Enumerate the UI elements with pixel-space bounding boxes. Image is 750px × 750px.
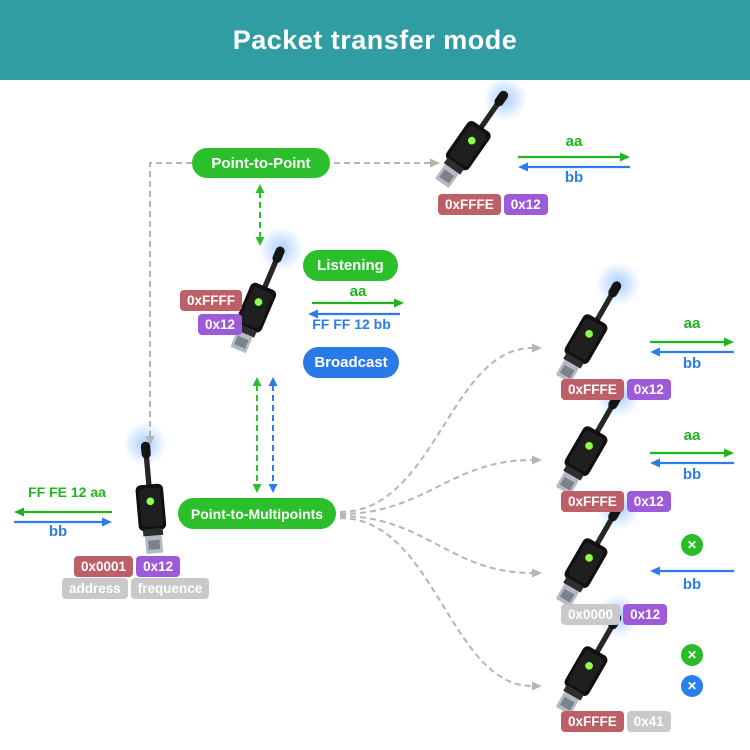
tx-signal-label: aa xyxy=(349,283,367,300)
address-badge: 0x0000 xyxy=(561,604,621,625)
frequency-badge: 0x12 xyxy=(626,491,671,512)
rx-signal-label: bb xyxy=(48,523,68,540)
tx-blocked-icon: ✕ xyxy=(681,534,703,556)
address-badge: 0xFFFE xyxy=(561,491,624,512)
dashed-fan-p2m-to-right-nodes xyxy=(339,343,542,691)
page-title: Packet transfer mode xyxy=(232,24,518,55)
frequency-badge: 0x12 xyxy=(503,194,548,215)
header-bar: Packet transfer mode xyxy=(0,0,750,80)
dashed-double-arrow-center-p2m-green xyxy=(252,377,262,493)
node-labels-right-3: 0x0000 0x12 xyxy=(561,604,668,625)
address-badge: 0x0001 xyxy=(74,556,134,577)
node-labels-center: 0xFFFF 0x12 xyxy=(179,290,242,335)
address-badge: 0xFFFE xyxy=(561,711,624,732)
frequency-badge: 0x41 xyxy=(626,711,671,732)
rx-signal-label: bb xyxy=(682,576,702,593)
node-labels-right-1: 0xFFFE 0x12 xyxy=(561,379,671,400)
mode-point-to-multipoints: Point-to-Multipoints xyxy=(178,498,336,529)
usb-dongle-left xyxy=(122,438,178,557)
node-labels-top-right: 0xFFFE 0x12 xyxy=(438,194,548,215)
frequency-badge: 0x12 xyxy=(197,314,242,335)
rx-blocked-icon: ✕ xyxy=(681,675,703,697)
rx-signal-label: bb xyxy=(682,355,702,372)
address-badge: 0xFFFF xyxy=(179,290,242,311)
rx-signal-label: bb xyxy=(682,466,702,483)
node-labels-right-4: 0xFFFE 0x41 xyxy=(561,711,671,732)
address-caption: address xyxy=(62,578,128,599)
frequency-badge: 0x12 xyxy=(136,556,181,577)
tx-signal-label: aa xyxy=(683,315,701,332)
mode-broadcast: Broadcast xyxy=(303,347,399,378)
rx-packet-label: FF FF 12 bb xyxy=(312,316,391,332)
node-labels-right-2: 0xFFFE 0x12 xyxy=(561,491,671,512)
node-captions-left: address frequence xyxy=(62,578,210,599)
tx-signal-label: aa xyxy=(565,133,583,150)
mode-listening: Listening xyxy=(303,250,398,281)
address-badge: 0xFFFE xyxy=(561,379,624,400)
tx-rx-arrows-right-2 xyxy=(650,448,734,468)
dashed-double-arrow-center-p2m-blue xyxy=(268,377,278,493)
frequency-badge: 0x12 xyxy=(623,604,668,625)
rx-signal-label: bb xyxy=(564,169,584,186)
node-labels-left: 0x0001 0x12 xyxy=(74,556,181,577)
frequency-caption: frequence xyxy=(130,578,210,599)
mode-point-to-point: Point-to-Point xyxy=(192,148,330,178)
tx-signal-label: aa xyxy=(683,427,701,444)
frequency-badge: 0x12 xyxy=(626,379,671,400)
tx-packet-label: FF FE 12 aa xyxy=(28,484,106,500)
rx-arrow-right-3 xyxy=(650,566,734,576)
usb-dongle-top-right xyxy=(422,77,526,198)
tx-blocked-icon: ✕ xyxy=(681,644,703,666)
dashed-link-p2p-to-topright xyxy=(334,158,440,168)
address-badge: 0xFFFE xyxy=(438,194,501,215)
tx-rx-arrows-right-1 xyxy=(650,337,734,357)
